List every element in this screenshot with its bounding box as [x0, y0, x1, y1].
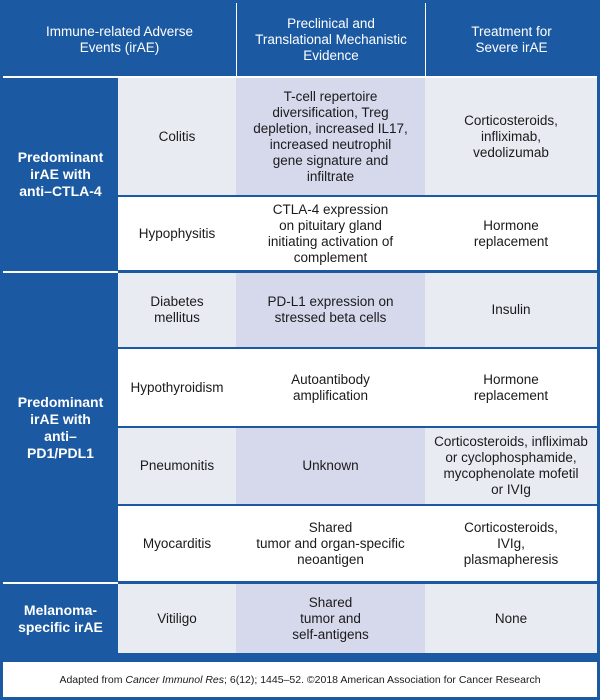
source-citation: Adapted from Cancer Immunol Res; 6(12); … — [0, 659, 600, 700]
mechanism-hypothyroidism: Autoantibody amplification — [236, 349, 425, 428]
header-treatment: Treatment for Severe irAE — [425, 3, 597, 78]
citation-prefix: Adapted from — [59, 673, 126, 686]
group-ctla4: Predominant irAE with anti–CTLA-4 — [3, 78, 118, 273]
treatment-pneumonitis: Corticosteroids, infliximab or cyclophos… — [425, 428, 597, 506]
header-irae: Immune-related Adverse Events (irAE) — [3, 3, 236, 78]
mechanism-myocarditis: Shared tumor and organ-specific neoantig… — [236, 506, 425, 584]
event-hypothyroidism: Hypothyroidism — [118, 349, 236, 428]
event-hypophysitis: Hypophysitis — [118, 197, 236, 273]
event-diabetes: Diabetes mellitus — [118, 273, 236, 349]
treatment-colitis: Corticosteroids, infliximab, vedolizumab — [425, 78, 597, 197]
treatment-vitiligo: None — [425, 584, 597, 653]
group-pd1: Predominant irAE with anti–PD1/PDL1 — [3, 273, 118, 584]
event-colitis: Colitis — [118, 78, 236, 197]
event-vitiligo: Vitiligo — [118, 584, 236, 653]
irae-table: Immune-related Adverse Events (irAE) Pre… — [3, 3, 597, 659]
treatment-hypothyroidism: Hormone replacement — [425, 349, 597, 428]
header-mechanism: Preclinical and Translational Mechanisti… — [236, 3, 425, 78]
mechanism-colitis: T-cell repertoire diversification, Treg … — [236, 78, 425, 197]
mechanism-diabetes: PD-L1 expression on stressed beta cells — [236, 273, 425, 349]
citation-journal: Cancer Immunol Res — [125, 673, 225, 686]
mechanism-hypophysitis: CTLA-4 expression on pituitary gland ini… — [236, 197, 425, 273]
group-melanoma: Melanoma- specific irAE — [3, 584, 118, 653]
citation-suffix: ; 6(12); 1445–52. ©2018 American Associa… — [224, 673, 541, 686]
treatment-diabetes: Insulin — [425, 273, 597, 349]
event-pneumonitis: Pneumonitis — [118, 428, 236, 506]
treatment-myocarditis: Corticosteroids, IVIg, plasmapheresis — [425, 506, 597, 584]
treatment-hypophysitis: Hormone replacement — [425, 197, 597, 273]
mechanism-pneumonitis: Unknown — [236, 428, 425, 506]
event-myocarditis: Myocarditis — [118, 506, 236, 584]
mechanism-vitiligo: Shared tumor and self-antigens — [236, 584, 425, 653]
